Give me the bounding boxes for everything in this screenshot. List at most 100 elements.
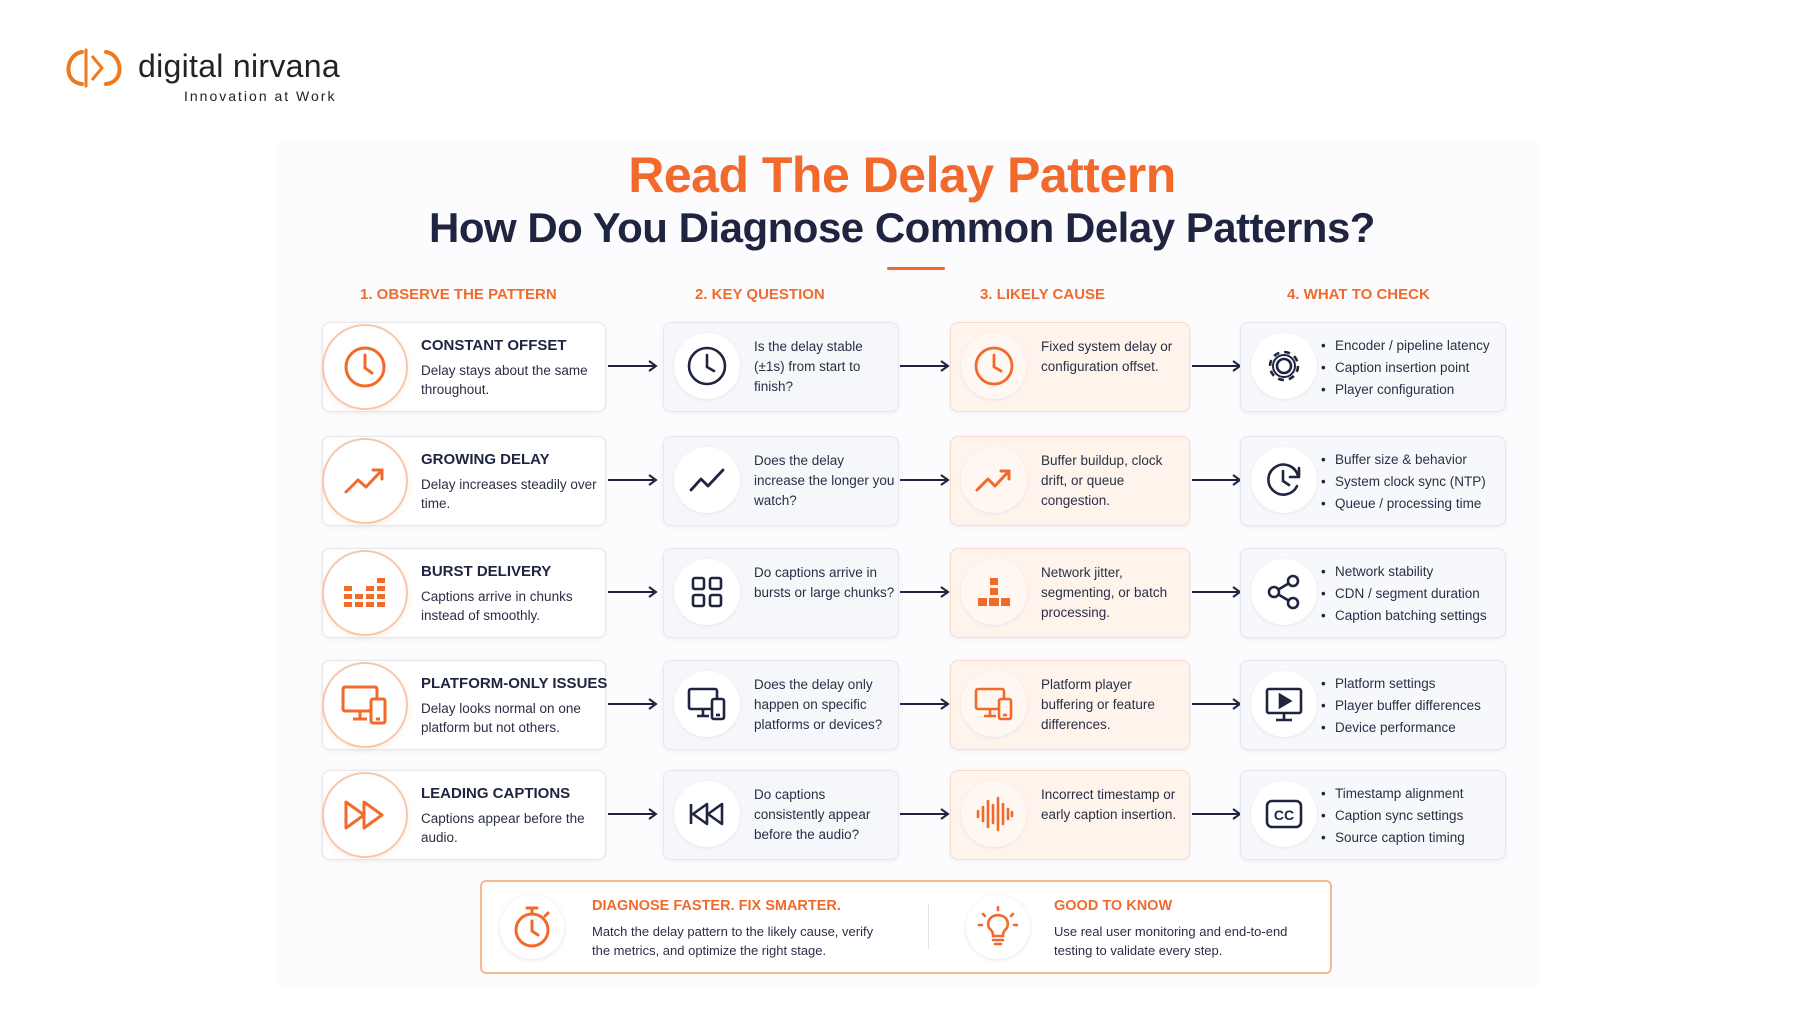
check-item: Buffer size & behavior — [1321, 449, 1486, 471]
arrow-right-icon — [1192, 474, 1242, 486]
question-text: Is the delay stable (±1s) from start to … — [754, 339, 863, 394]
waveform-icon — [961, 781, 1027, 847]
title-divider — [887, 267, 945, 270]
pattern-title: PLATFORM-ONLY ISSUES — [421, 675, 608, 692]
arrow-right-icon — [1192, 698, 1242, 710]
logo: digital nirvana Innovation at Work — [60, 44, 380, 110]
check-card: Encoder / pipeline latency Caption inser… — [1240, 322, 1506, 412]
bars-icon — [322, 550, 408, 636]
arrow-right-icon — [608, 808, 658, 820]
trend-up-icon — [961, 447, 1027, 513]
question-card: Do captions arrive in bursts or large ch… — [663, 548, 899, 638]
arrow-right-icon — [608, 474, 658, 486]
column-header-question: 2. KEY QUESTION — [695, 286, 825, 303]
check-item: Player buffer differences — [1321, 695, 1481, 717]
arrow-right-icon — [900, 474, 950, 486]
footer-divider — [928, 904, 929, 950]
footer-left-title: DIAGNOSE FASTER. FIX SMARTER. — [592, 898, 841, 914]
arrow-right-icon — [900, 360, 950, 372]
trend-up-icon — [322, 438, 408, 524]
check-item: Device performance — [1321, 717, 1481, 739]
check-item: Caption insertion point — [1321, 357, 1490, 379]
logo-tagline: Innovation at Work — [184, 88, 337, 104]
footer-left-text: Match the delay pattern to the likely ca… — [592, 924, 874, 958]
clock-icon — [961, 333, 1027, 399]
devices-icon — [322, 662, 408, 748]
arrow-right-icon — [608, 698, 658, 710]
check-item: Player configuration — [1321, 379, 1490, 401]
pattern-title: BURST DELIVERY — [421, 563, 552, 580]
cause-text: Buffer buildup, clock drift, or queue co… — [1041, 453, 1163, 508]
pattern-card-burst-delivery: BURST DELIVERY Captions arrive in chunks… — [322, 548, 606, 638]
clock-icon — [674, 333, 740, 399]
pattern-card-leading-captions: LEADING CAPTIONS Captions appear before … — [322, 770, 606, 860]
check-item: Caption sync settings — [1321, 805, 1465, 827]
pattern-title: CONSTANT OFFSET — [421, 337, 567, 354]
clock-icon — [322, 324, 408, 410]
footer-right-title: GOOD TO KNOW — [1054, 898, 1173, 914]
question-text: Does the delay increase the longer you w… — [754, 453, 895, 508]
gear-icon — [1251, 333, 1317, 399]
svg-text:CC: CC — [1274, 807, 1294, 823]
subtitle: How Do You Diagnose Common Delay Pattern… — [429, 204, 1375, 251]
footer-callout: DIAGNOSE FASTER. FIX SMARTER. Match the … — [480, 880, 1332, 974]
arrow-right-icon — [900, 808, 950, 820]
pattern-desc: Delay increases steadily over time. — [421, 477, 597, 511]
lightbulb-icon — [966, 895, 1030, 959]
question-card: Does the delay only happen on specific p… — [663, 660, 899, 750]
cause-text: Platform player buffering or feature dif… — [1041, 677, 1155, 732]
check-item: Encoder / pipeline latency — [1321, 335, 1490, 357]
pattern-card-platform-only: PLATFORM-ONLY ISSUES Delay looks normal … — [322, 660, 608, 750]
question-text: Do captions arrive in bursts or large ch… — [754, 565, 895, 600]
question-text: Does the delay only happen on specific p… — [754, 677, 883, 732]
cc-icon: CC — [1251, 781, 1317, 847]
check-card: Platform settings Player buffer differen… — [1240, 660, 1506, 750]
question-text: Do captions consistently appear before t… — [754, 787, 871, 842]
pattern-desc: Captions appear before the audio. — [421, 811, 585, 845]
cause-card: Network jitter, segmenting, or batch pro… — [950, 548, 1190, 638]
logo-name: digital nirvana — [138, 48, 340, 84]
digital-nirvana-logo-mark — [66, 48, 122, 88]
devices-icon — [674, 671, 740, 737]
check-item: Platform settings — [1321, 673, 1481, 695]
check-item: CDN / segment duration — [1321, 583, 1487, 605]
arrow-right-icon — [1192, 808, 1242, 820]
pattern-title: GROWING DELAY — [421, 451, 550, 468]
check-card: Buffer size & behavior System clock sync… — [1240, 436, 1506, 526]
fast-forward-icon — [322, 772, 408, 858]
column-header-check: 4. WHAT TO CHECK — [1287, 286, 1430, 303]
main-title: Read The Delay Pattern — [628, 147, 1176, 203]
pattern-desc: Captions arrive in chunks instead of smo… — [421, 589, 573, 623]
check-list: Network stability CDN / segment duration… — [1321, 561, 1487, 627]
question-card: Is the delay stable (±1s) from start to … — [663, 322, 899, 412]
cause-text: Fixed system delay or configuration offs… — [1041, 339, 1173, 374]
blocks-icon — [961, 559, 1027, 625]
check-list: Encoder / pipeline latency Caption inser… — [1321, 335, 1490, 401]
clock-refresh-icon — [1251, 447, 1317, 513]
play-screen-icon — [1251, 671, 1317, 737]
check-card: Network stability CDN / segment duration… — [1240, 548, 1506, 638]
share-icon — [1251, 559, 1317, 625]
arrow-right-icon — [608, 360, 658, 372]
pattern-desc: Delay looks normal on one platform but n… — [421, 701, 581, 735]
stopwatch-icon — [500, 895, 564, 959]
check-item: Source caption timing — [1321, 827, 1465, 849]
devices-icon — [961, 671, 1027, 737]
cause-card: Buffer buildup, clock drift, or queue co… — [950, 436, 1190, 526]
pattern-desc: Delay stays about the same throughout. — [421, 363, 588, 397]
pattern-card-growing-delay: GROWING DELAY Delay increases steadily o… — [322, 436, 606, 526]
arrow-right-icon — [900, 698, 950, 710]
trend-icon — [674, 447, 740, 513]
question-card: Does the delay increase the longer you w… — [663, 436, 899, 526]
check-list: Platform settings Player buffer differen… — [1321, 673, 1481, 739]
arrow-right-icon — [1192, 360, 1242, 372]
arrow-right-icon — [900, 586, 950, 598]
question-card: Do captions consistently appear before t… — [663, 770, 899, 860]
check-item: Caption batching settings — [1321, 605, 1487, 627]
rewind-icon — [674, 781, 740, 847]
column-header-observe: 1. OBSERVE THE PATTERN — [360, 286, 557, 303]
arrow-right-icon — [608, 586, 658, 598]
check-item: System clock sync (NTP) — [1321, 471, 1486, 493]
cause-card: Incorrect timestamp or early caption ins… — [950, 770, 1190, 860]
check-card: CC Timestamp alignment Caption sync sett… — [1240, 770, 1506, 860]
